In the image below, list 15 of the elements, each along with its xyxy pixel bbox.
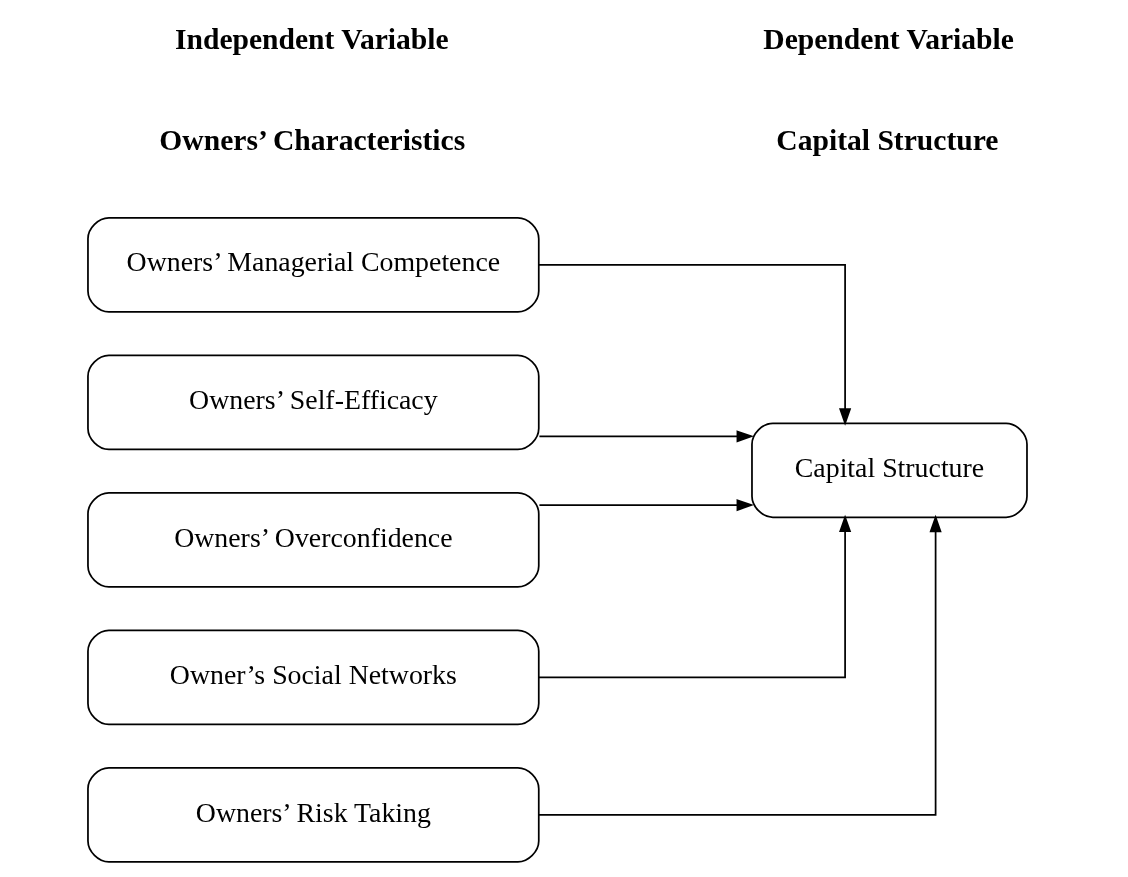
- node-box: Capital Structure: [751, 422, 1028, 519]
- label: Independent Variable: [174, 23, 449, 56]
- arrow: [538, 430, 754, 443]
- node-box: Owners’ Managerial Competence: [87, 217, 540, 313]
- node-box: Owner’s Social Networks: [87, 629, 540, 726]
- label: Owners’ Characteristics: [159, 124, 466, 157]
- arrow: [538, 514, 852, 679]
- node-box: Owners’ Risk Taking: [87, 767, 540, 863]
- node-box: Owners’ Overconfidence: [87, 492, 540, 588]
- node-box: Owners’ Self-Efficacy: [87, 354, 540, 451]
- arrow: [538, 498, 754, 512]
- arrow: [538, 264, 852, 426]
- label: Dependent Variable: [763, 23, 1014, 56]
- label: Capital Structure: [776, 124, 999, 157]
- arrow: [538, 514, 942, 816]
